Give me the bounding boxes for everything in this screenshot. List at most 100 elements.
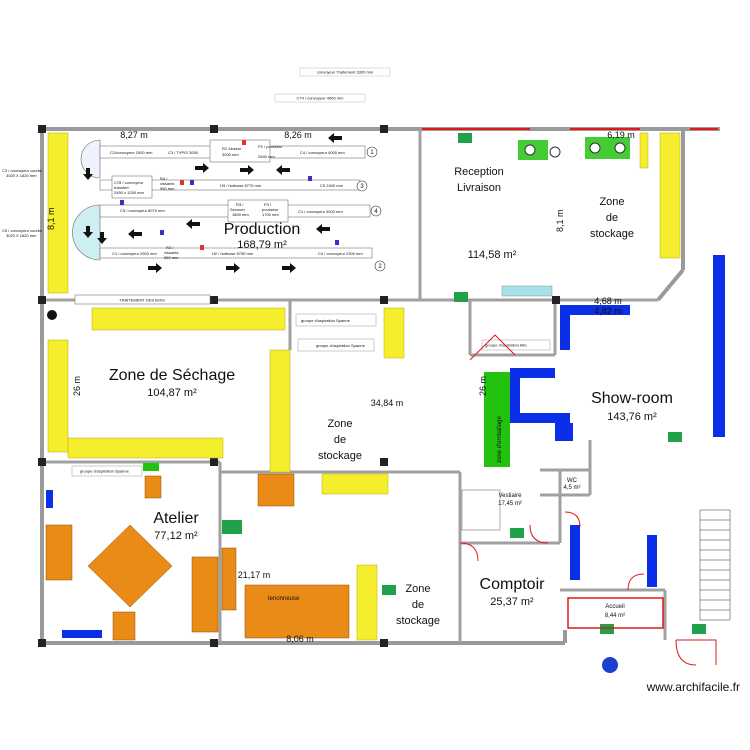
showroom-title: Show-room — [591, 390, 673, 407]
top-labels: convoyeur Traitement 3300 mm C74 / convo… — [274, 67, 391, 103]
flow-arrows — [83, 133, 342, 273]
reception-area — [422, 128, 718, 302]
c78-label: C78 / convoyeur — [114, 180, 144, 185]
production-title: Production — [224, 221, 301, 238]
tenonneuse-label: tenonneuse — [268, 596, 300, 602]
c5-2400-label: C5 2400 mm — [320, 183, 344, 188]
dim-26-right: 26 m — [478, 376, 488, 396]
vestiaire-area: 17,45 m² — [498, 501, 522, 507]
production-conveyors: C2/convoyeur 2000 mm C3 / TVPIS 3050 R2 … — [2, 132, 386, 305]
p3-b-label: pousseur — [262, 207, 279, 212]
c4-2300-label: C4 / convoyeur 2300 mm — [318, 251, 363, 256]
p3-label: P3 / — [264, 202, 272, 207]
c78-b-label: transfert — [114, 185, 130, 190]
h3-label: H3 / huileuse 6770 mm — [220, 183, 262, 188]
circle-4: 4 — [374, 209, 378, 215]
c3-tvpis-label: C3 / TVPIS 3050 — [168, 150, 199, 155]
circle-1: 1 — [370, 150, 374, 156]
emballage-zone — [484, 372, 510, 467]
dim-81-right: 8,1 m — [555, 209, 565, 232]
dim-468: 4,68 m — [594, 296, 622, 306]
circle-2: 2 — [378, 264, 382, 270]
watermark: www.archifacile.fr — [646, 680, 740, 694]
c5-6070-label: C5 / convoyeur 6070 mm — [120, 208, 165, 213]
comptoir-area: 25,37 m² — [490, 596, 534, 608]
convoyeur-top-label: convoyeur Traitement 3300 mm — [317, 70, 374, 75]
dim-826: 8,26 m — [284, 130, 312, 140]
showroom-displays: zone d'emballage — [484, 255, 725, 634]
room-labels: Production 168,79 m² Reception Livraison… — [109, 166, 673, 627]
markers — [120, 140, 339, 250]
aspiration-4: groupe d'aspiration Spanne — [80, 469, 130, 474]
r2-size-label: 3000 mm — [222, 152, 239, 157]
comptoir-title: Comptoir — [480, 576, 546, 593]
p3-size-label: 1700 mm — [262, 212, 279, 217]
dim-827: 8,27 m — [120, 130, 148, 140]
r2-label: R2 /doseur — [222, 146, 242, 151]
stockage-south-3: stockage — [396, 615, 440, 627]
pillars — [38, 125, 560, 647]
stockage-ne-2: de — [606, 212, 618, 224]
stockage-center-1: Zone — [327, 418, 352, 430]
sechage-title: Zone de Séchage — [109, 367, 235, 384]
stockage-center-2: de — [334, 434, 346, 446]
emballage-label: zone d'emballage — [497, 415, 503, 463]
r4-size-label: 950 mm — [160, 186, 175, 191]
dim-3484: 34,84 m — [371, 398, 404, 408]
p2-label: P2 / pousseur — [258, 144, 283, 149]
vestiaire-title: Vestiaire — [498, 493, 522, 499]
traitement-label: TRAITEMENT DES BOIS — [119, 298, 165, 303]
staircase — [699, 509, 731, 621]
p2-size-label: 2640 mm — [258, 154, 275, 159]
r4-label: R4 / — [160, 176, 168, 181]
dim-806: 8,06 m — [286, 634, 314, 644]
r2b-size-label: 950 mm — [164, 255, 179, 260]
atelier-machines: tenonneuse — [45, 473, 396, 641]
stockage-center-3: stockage — [318, 450, 362, 462]
reception-area: 114,58 m² — [468, 249, 517, 261]
atelier-area: 77,12 m² — [154, 530, 198, 542]
sechage-area: 104,87 m² — [147, 387, 197, 399]
c5-curve-size-label: 3020 X 1620 mm — [6, 233, 37, 238]
accueil-area: 8,44 m² — [605, 613, 625, 619]
dim-81-left: 8,1 m — [46, 207, 56, 230]
c3-curve-size-label: 3020 X 1620 mm — [6, 173, 37, 178]
production-area: 168,79 m² — [237, 239, 287, 251]
accueil-title: Accueil — [605, 604, 624, 610]
exit-sign — [458, 133, 472, 143]
c3-curve-label: C3 / convoyeur courbe — [2, 168, 43, 173]
stockage-south-2: de — [412, 599, 424, 611]
h2-label: H2 / huileuse 6750 mm — [212, 251, 254, 256]
r2b-label: R2 / — [166, 245, 174, 250]
wc-area: 4,5 m² — [563, 485, 580, 491]
aspiration-2: groupe d'aspiration Spanne — [316, 343, 366, 348]
dim-482: 4,82 m — [594, 306, 622, 316]
reception-title-1: Reception — [454, 166, 504, 178]
r3-b-label: Secouer — [230, 207, 246, 212]
c78-size-label: 2450 x 1200 mm — [114, 190, 144, 195]
stockage-ne-1: Zone — [599, 196, 624, 208]
exit-sign — [454, 292, 468, 302]
aspiration-1: groupe d'aspiration Spanne — [301, 318, 351, 323]
c4-label: C4 / convoyeur 4000 mm — [300, 150, 345, 155]
stockage-ne-3: stockage — [590, 228, 634, 240]
c1-2900-label: C1 / convoyeur 2900 mm — [112, 251, 157, 256]
dim-26-left: 26 m — [72, 376, 82, 396]
showroom-area: 143,76 m² — [607, 411, 657, 423]
circle-3: 3 — [360, 184, 364, 190]
interior-walls — [42, 129, 667, 643]
accessibility-icon — [602, 657, 618, 673]
stockage-south-1: Zone — [405, 583, 430, 595]
r4-b-label: vissants — [160, 181, 174, 186]
dimension-labels: 8,27 m 8,26 m 6,19 m 8,1 m 8,1 m 4,68 m … — [46, 130, 635, 644]
comptoir-area — [459, 334, 717, 673]
c1-4000-label: C1 / convoyeur 4000 mm — [298, 209, 343, 214]
c74-label: C74 / convoyeur 4000 mm — [297, 96, 345, 101]
r3-label: R3 / — [236, 202, 244, 207]
c5-curve-label: C5 / convoyeur courbe — [2, 228, 43, 233]
aspiration-groups: groupe d'aspiration Spanne groupe d'aspi… — [71, 313, 551, 477]
r2b-b-label: vissants — [164, 250, 178, 255]
r3-size-label: 1800 mm — [232, 212, 249, 217]
sechage-racks — [47, 307, 405, 641]
